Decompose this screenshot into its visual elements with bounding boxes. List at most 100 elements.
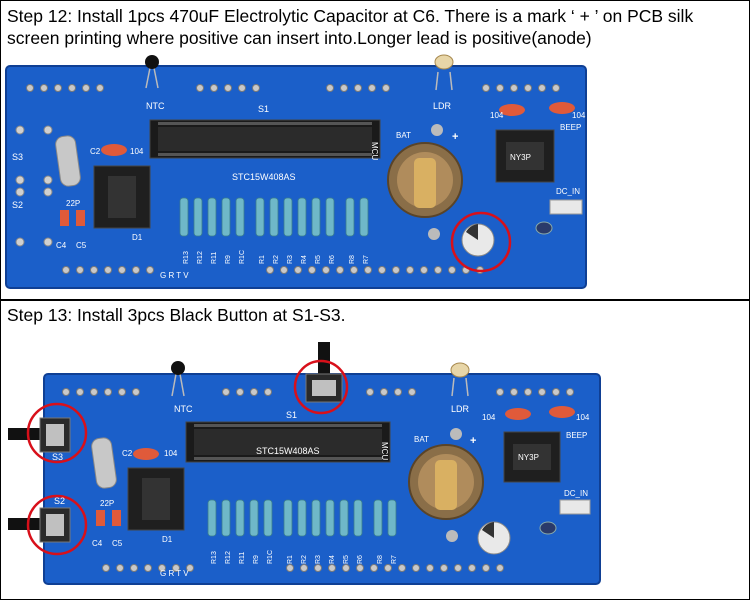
s2-label: S2 — [12, 200, 23, 210]
ldr-sensor — [434, 54, 454, 91]
resistor-label: R4 — [329, 555, 336, 564]
header-pads-top — [62, 388, 574, 396]
mcu-tag: MCU — [370, 142, 379, 160]
resistor-array — [207, 499, 397, 537]
pin-labels: G R T V — [160, 569, 189, 578]
resistor-label: R2 — [273, 255, 280, 264]
resistor-label: R4 — [301, 255, 308, 264]
s1-highlight-ring — [293, 359, 349, 415]
resistor-label: R11 — [211, 252, 218, 264]
buzzer-ic-label: NY3P — [518, 453, 539, 462]
step-12-instruction: Step 12: Install 1pcs 470uF Electrolytic… — [7, 6, 694, 48]
step-13-instruction: Step 13: Install 3pcs Black Button at S1… — [7, 305, 346, 325]
capacitor-104-top-right — [499, 102, 575, 116]
resistor-label: R3 — [315, 555, 322, 564]
electrolytic-capacitor-c6 — [461, 223, 495, 257]
resistor-label: R13 — [183, 251, 190, 264]
cap-104-label-a: 104 — [482, 413, 496, 422]
s3-label: S3 — [52, 452, 63, 462]
resistor-label: R12 — [225, 551, 232, 564]
resistor-label: R7 — [391, 555, 398, 564]
buzzer-ic-label: NY3P — [510, 153, 531, 162]
c22p-label: 22P — [100, 499, 114, 508]
s1-label: S1 — [258, 104, 269, 114]
battery-holder — [408, 428, 484, 542]
c6-highlight-ring — [450, 211, 512, 273]
ntc-thermistor — [171, 361, 185, 397]
c4-label: C4 — [56, 241, 67, 250]
c5-label: C5 — [112, 539, 123, 548]
bat-plus-mark: + — [452, 131, 458, 143]
ntc-thermistor — [145, 55, 159, 89]
s3-label: S3 — [12, 152, 23, 162]
crystal-oscillator — [91, 437, 117, 489]
c2-label: C2 — [90, 147, 101, 156]
ntc-label: NTC — [146, 101, 165, 111]
c5-label: C5 — [76, 241, 87, 250]
resistor-label: R8 — [349, 255, 356, 264]
mcu-label: STC15W408AS — [232, 172, 296, 182]
c2-label: C2 — [122, 449, 133, 458]
c2-value: 104 — [130, 147, 144, 156]
s2-highlight-ring — [26, 494, 88, 556]
capacitor-c2 — [101, 144, 127, 156]
pad-oval — [535, 221, 553, 235]
crystal-oscillator — [55, 135, 81, 187]
resistor-label: R1C — [239, 250, 246, 264]
battery-holder — [387, 124, 463, 240]
buzzer-ic-socket — [503, 431, 561, 483]
s2-label: S2 — [54, 496, 65, 506]
d1-label: D1 — [132, 233, 143, 242]
button-s3 — [8, 417, 71, 453]
dc-in-label: DC_IN — [564, 489, 588, 498]
dc-in-connector — [549, 199, 583, 215]
resistor-label: R1C — [267, 550, 274, 564]
pin-labels: G R T V — [160, 271, 189, 280]
resistor-array — [179, 197, 369, 237]
bat-label: BAT — [396, 131, 411, 140]
resistor-labels-13: R13 R12 R11 R9 R1C R1 R2 R3 R4 R5 R6 R8 … — [211, 550, 398, 564]
resistor-labels-12: R13 R12 R11 R9 R1C R1 R2 R3 R4 R5 R6 R8 … — [183, 250, 370, 264]
c2-value: 104 — [164, 449, 178, 458]
capacitor-c4 — [96, 510, 105, 526]
resistor-label: R1 — [287, 555, 294, 564]
capacitor-c2 — [133, 448, 159, 460]
resistor-label: R6 — [329, 255, 336, 264]
electrolytic-capacitor-c6 — [477, 521, 511, 555]
capacitor-c4 — [60, 210, 69, 226]
dip8-socket-d1 — [93, 165, 151, 229]
resistor-label: R6 — [357, 555, 364, 564]
cap-104-label-a: 104 — [490, 111, 504, 120]
resistor-label: R9 — [225, 255, 232, 264]
resistor-label: R3 — [287, 255, 294, 264]
resistor-label: R11 — [239, 552, 246, 564]
pad-oval — [539, 521, 557, 535]
resistor-label: R8 — [377, 555, 384, 564]
capacitor-c5 — [112, 510, 121, 526]
button-s1 — [305, 342, 343, 403]
resistor-label: R2 — [301, 555, 308, 564]
header-pads-top — [26, 84, 560, 92]
resistor-label: R1 — [259, 255, 266, 264]
c22p-label: 22P — [66, 199, 80, 208]
bat-plus-mark: + — [470, 435, 476, 447]
step-divider — [0, 299, 750, 301]
s3-highlight-ring — [26, 402, 88, 464]
step-12-pcb-photo: NTC S1 LDR STC15W408AS MCU BAT + — [5, 54, 587, 289]
step-13-pcb-photo: NTC S1 LDR STC15W408AS MCU — [8, 342, 601, 585]
capacitor-c5 — [76, 210, 85, 226]
mcu-tag: MCU — [380, 442, 389, 460]
beep-label: BEEP — [560, 123, 581, 132]
dc-in-label: DC_IN — [556, 187, 580, 196]
header-pads-bottom — [102, 564, 504, 572]
resistor-label: R7 — [363, 255, 370, 264]
switch-pads-left — [15, 125, 53, 247]
cap-104-label-b: 104 — [572, 111, 586, 120]
resistor-label: R12 — [197, 251, 204, 264]
c4-label: C4 — [92, 539, 103, 548]
capacitor-104-top-right — [505, 406, 575, 420]
s1-label: S1 — [286, 410, 297, 420]
resistor-label: R5 — [343, 555, 350, 564]
resistor-label: R9 — [253, 555, 260, 564]
